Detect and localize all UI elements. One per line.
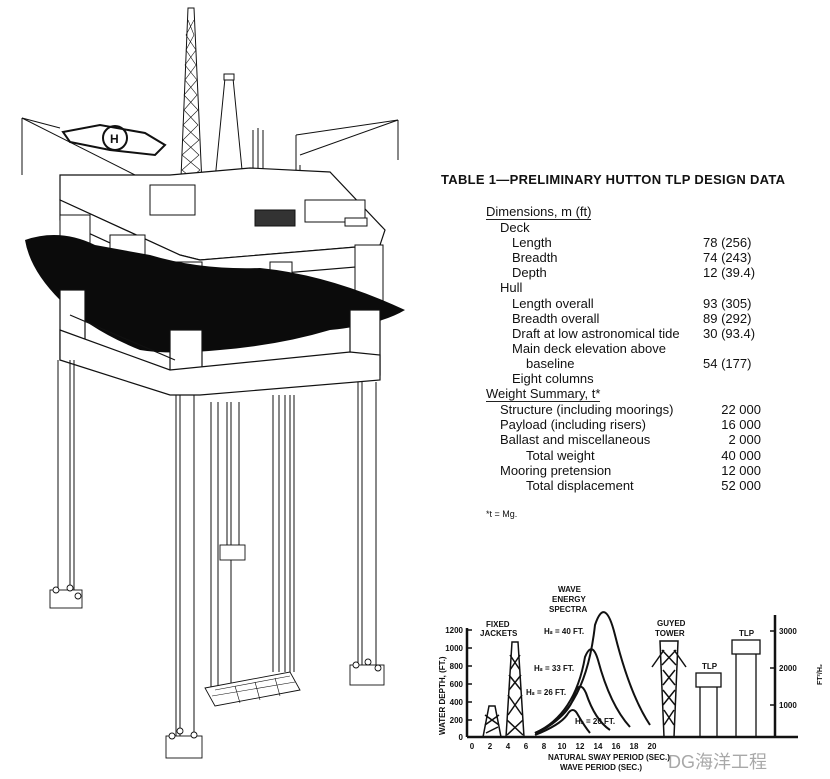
x-axis-label-1: NATURAL SWAY PERIOD (SEC.) xyxy=(548,753,670,762)
table-row: Deck xyxy=(500,220,530,236)
table-row: Structure (including moorings)22 000 xyxy=(500,402,761,418)
sea-surface xyxy=(25,235,405,353)
svg-text:2000: 2000 xyxy=(779,664,797,673)
svg-text:GUYED: GUYED xyxy=(657,619,686,628)
svg-text:FIXED: FIXED xyxy=(486,620,510,629)
foundation-template-left xyxy=(49,584,83,609)
svg-text:3000: 3000 xyxy=(779,627,797,636)
section-header-weight: Weight Summary, t* xyxy=(486,386,601,403)
svg-text:20: 20 xyxy=(648,742,657,751)
foundation-template-front xyxy=(165,727,203,759)
svg-text:0: 0 xyxy=(470,742,475,751)
svg-text:4: 4 xyxy=(506,742,511,751)
table-footnote: *t = Mg. xyxy=(486,509,518,519)
svg-text:400: 400 xyxy=(450,698,464,707)
table-row: Eight columns xyxy=(512,371,594,387)
svg-text:H: H xyxy=(110,132,119,146)
svg-text:600: 600 xyxy=(450,680,464,689)
svg-text:200: 200 xyxy=(450,716,464,725)
svg-text:SPECTRA: SPECTRA xyxy=(549,605,587,614)
svg-text:TLP: TLP xyxy=(702,662,718,671)
svg-text:800: 800 xyxy=(450,662,464,671)
y-right-axis-label: FT²/H₂ xyxy=(817,664,824,685)
fixed-jacket-short xyxy=(482,705,502,738)
svg-text:8: 8 xyxy=(542,742,547,751)
svg-text:Hₛ = 33 FT.: Hₛ = 33 FT. xyxy=(534,664,574,673)
svg-text:16: 16 xyxy=(612,742,621,751)
svg-text:TOWER: TOWER xyxy=(655,629,685,638)
guyed-tower xyxy=(651,640,687,738)
x-axis-label-2: WAVE PERIOD (SEC.) xyxy=(560,763,642,772)
svg-text:ENERGY: ENERGY xyxy=(552,595,586,604)
y-axis-label: WATER DEPTH, (FT.) xyxy=(438,656,447,735)
table-title: TABLE 1—PRELIMINARY HUTTON TLP DESIGN DA… xyxy=(441,172,786,187)
svg-text:Hₛ = 20 FT.: Hₛ = 20 FT. xyxy=(575,717,615,726)
tlp-platform-illustration: H xyxy=(21,7,405,759)
svg-text:6: 6 xyxy=(524,742,529,751)
svg-text:12: 12 xyxy=(576,742,585,751)
tlp-small xyxy=(695,672,722,737)
svg-text:WAVE: WAVE xyxy=(558,585,582,594)
fixed-jacket-tall xyxy=(505,641,525,738)
svg-text:TLP: TLP xyxy=(739,629,755,638)
riser-template-mid xyxy=(219,544,246,561)
svg-text:2: 2 xyxy=(488,742,493,751)
tlp-large xyxy=(731,639,761,737)
svg-text:0: 0 xyxy=(459,733,464,742)
table-row: Payload (including risers)16 000 xyxy=(500,417,761,433)
svg-text:18: 18 xyxy=(630,742,639,751)
svg-text:Hₛ = 26 FT.: Hₛ = 26 FT. xyxy=(526,688,566,697)
well-template xyxy=(204,671,301,707)
svg-text:JACKETS: JACKETS xyxy=(480,629,518,638)
section-header-dimensions: Dimensions, m (ft) xyxy=(486,204,592,221)
svg-text:1000: 1000 xyxy=(445,644,463,653)
svg-text:14: 14 xyxy=(594,742,603,751)
svg-text:10: 10 xyxy=(558,742,567,751)
foundation-template-right xyxy=(349,658,385,686)
svg-text:Hₛ = 40 FT.: Hₛ = 40 FT. xyxy=(544,627,584,636)
wave-energy-spectra xyxy=(534,611,651,736)
table-row: Hull xyxy=(500,280,523,296)
watermark: DG海洋工程 xyxy=(668,752,767,772)
svg-text:1200: 1200 xyxy=(445,626,463,635)
svg-text:1000: 1000 xyxy=(779,701,797,710)
table-row: Main deck elevation above xyxy=(512,340,666,356)
